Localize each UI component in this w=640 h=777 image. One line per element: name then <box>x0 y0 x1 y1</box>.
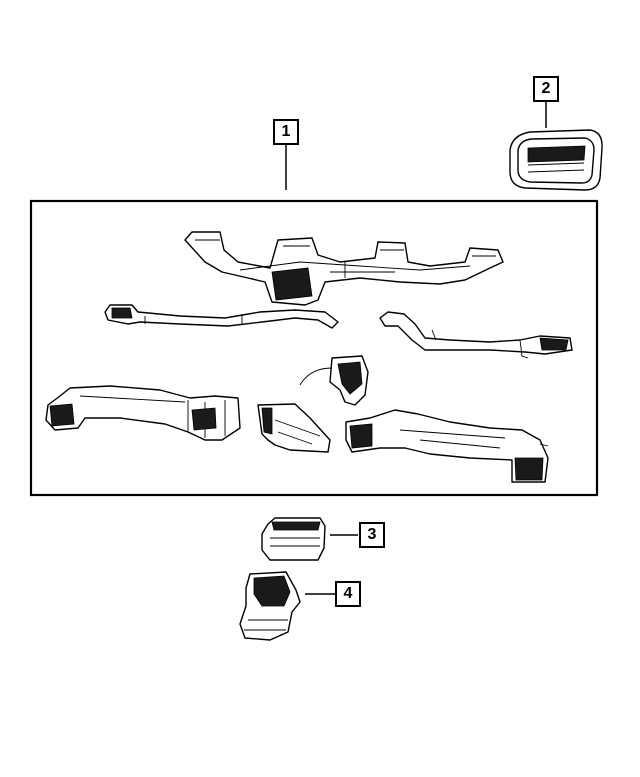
outlet-bezel-part <box>509 129 603 191</box>
side-tube-duct <box>104 304 339 329</box>
callout-3: 3 <box>359 522 385 548</box>
assembly-group-frame <box>29 199 599 497</box>
callout-4: 4 <box>335 581 361 607</box>
center-floor-duct <box>257 403 331 453</box>
outlet-vent-part <box>261 517 326 561</box>
right-floor-duct <box>345 409 549 483</box>
duct-adapter-part <box>239 571 301 641</box>
callout-1: 1 <box>273 119 299 145</box>
main-distribution-duct <box>184 231 504 306</box>
left-floor-duct <box>45 385 241 441</box>
callout-2: 2 <box>533 76 559 102</box>
right-defrost-duct <box>379 311 573 359</box>
center-elbow-duct <box>299 355 369 406</box>
